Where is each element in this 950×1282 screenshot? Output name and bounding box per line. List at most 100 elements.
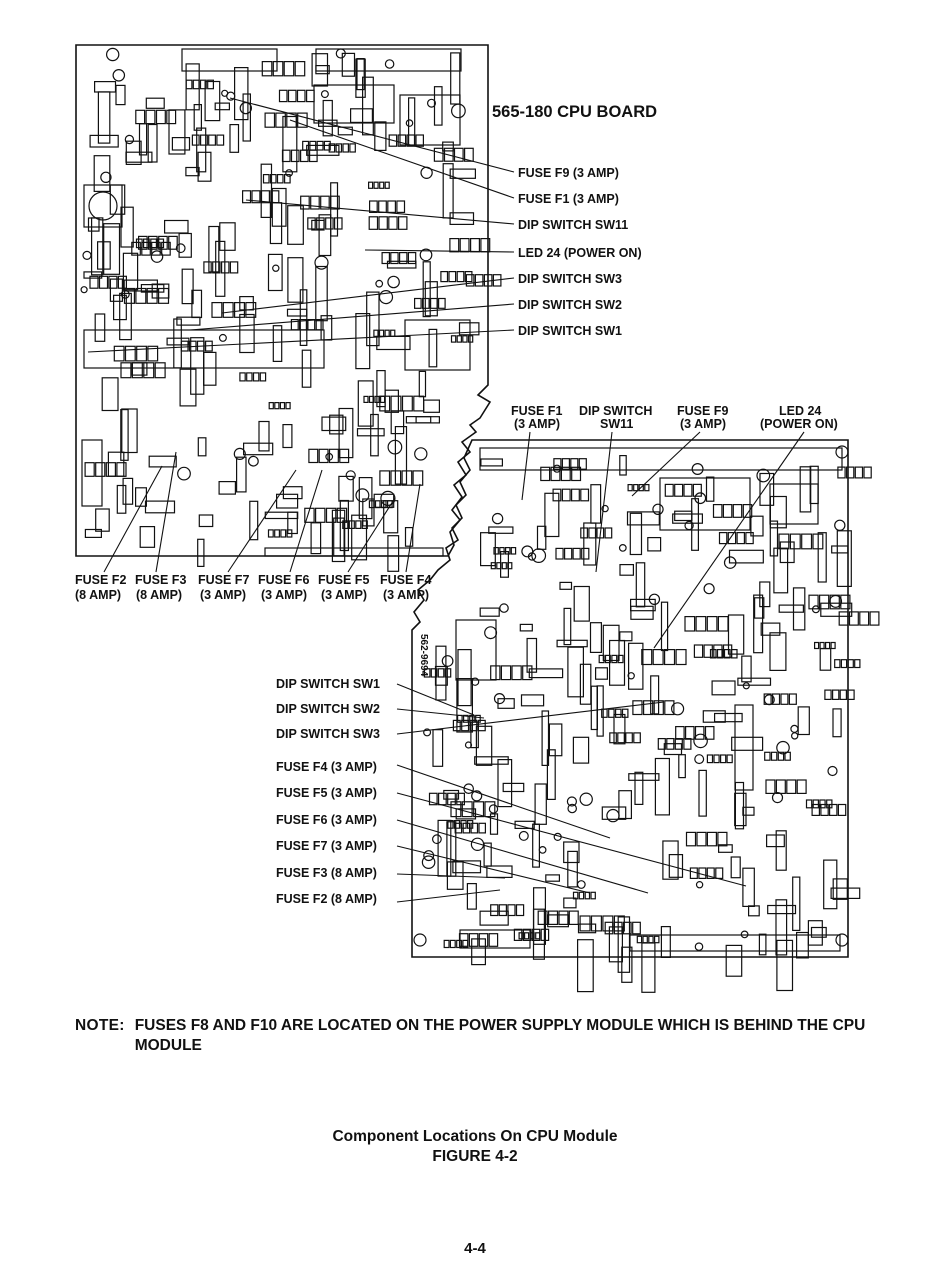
board-component (379, 395, 391, 412)
board-component (418, 370, 427, 398)
board-component (497, 758, 513, 808)
board-component (334, 217, 343, 230)
callout-dip-sw2-front: DIP SWITCH SW2 (276, 702, 380, 716)
board-component (831, 689, 840, 700)
board-component (301, 349, 312, 388)
board-component (662, 840, 679, 880)
board-component (635, 562, 646, 608)
board-component (212, 261, 221, 274)
board-component-round (499, 603, 509, 613)
callout-led24-rear: LED 24 (POWER ON) (518, 246, 642, 260)
board-component (523, 932, 530, 940)
board-component (546, 749, 556, 800)
board-component (310, 195, 320, 210)
board-component (456, 335, 463, 343)
board-component (282, 115, 298, 173)
board-component (415, 134, 425, 147)
board-component (560, 466, 571, 482)
board-component (252, 372, 260, 382)
board-component (455, 619, 497, 681)
board-component (390, 252, 399, 265)
board-component (604, 527, 613, 539)
board-component (307, 319, 316, 331)
board-component (628, 773, 660, 781)
board-component (264, 547, 444, 557)
board-component (470, 721, 479, 749)
board-component (260, 190, 271, 204)
board-component (555, 547, 564, 560)
board-component (433, 147, 444, 162)
board-component (380, 395, 386, 403)
board-component (801, 533, 813, 550)
board-component (775, 899, 788, 956)
board-component (192, 79, 200, 90)
board-component (404, 319, 471, 371)
board-component (713, 712, 743, 723)
board-component (660, 601, 669, 652)
board-component-round (120, 289, 130, 299)
board-component-round (405, 119, 414, 127)
board-component (734, 792, 747, 827)
board-component (468, 933, 479, 947)
board-component (613, 713, 626, 745)
board-component (550, 466, 561, 482)
board-component (583, 522, 597, 566)
board-component (95, 462, 106, 477)
board-component (840, 594, 851, 610)
board-component (490, 665, 501, 681)
board-component (287, 89, 297, 103)
board-component (788, 693, 797, 705)
board-component (378, 216, 388, 230)
board-component-round (320, 90, 329, 99)
board-serial: 562-9694 (418, 634, 429, 677)
board-component-round (791, 732, 799, 740)
board-component (776, 939, 794, 992)
board-component (590, 915, 602, 932)
board-component (310, 522, 322, 555)
callout-fuse-f9-front-rating: (3 AMP) (680, 417, 726, 431)
board-component (753, 597, 765, 619)
board-component (518, 932, 524, 940)
board-component (479, 910, 509, 926)
board-component (526, 637, 538, 673)
board-component (208, 225, 220, 273)
board-component (465, 274, 475, 287)
board-component (81, 439, 103, 507)
board-component (478, 933, 489, 947)
board-component (357, 380, 374, 427)
board-component-round (693, 733, 708, 749)
board-component (414, 297, 422, 309)
board-component (706, 867, 715, 879)
board-component-round (177, 466, 191, 481)
board-component (734, 704, 754, 791)
board-component (594, 667, 608, 680)
board-component (308, 448, 319, 464)
board-component (158, 287, 170, 304)
board-component (834, 659, 841, 669)
board-component (622, 921, 632, 935)
board-component (329, 414, 344, 435)
board-component (470, 822, 479, 834)
board-component (544, 492, 560, 538)
board-component (109, 278, 124, 302)
board-component (440, 271, 449, 283)
board-component (630, 605, 654, 620)
board-component (617, 654, 624, 664)
board-component (659, 477, 751, 531)
board-component (203, 351, 217, 386)
rear-callout-labels: FUSE F9 (3 AMP) FUSE F1 (3 AMP) DIP SWIT… (518, 166, 642, 338)
board-component (374, 395, 380, 403)
callout-dip-sw2-rear: DIP SWITCH SW2 (518, 298, 622, 312)
board-component (108, 275, 118, 289)
callout-fuse-f6-rating: (3 AMP) (261, 588, 307, 602)
board-component (818, 594, 830, 610)
board-component (830, 887, 861, 899)
board-component (150, 238, 158, 249)
board-component (423, 668, 431, 678)
callout-fuse-f2-rating: (8 AMP) (75, 588, 121, 602)
callout-fuse-f9-front-name: FUSE F9 (677, 404, 728, 418)
board-component (325, 507, 337, 523)
board-component (448, 271, 457, 283)
callout-fuse-f7-rating: (3 AMP) (200, 588, 246, 602)
board-component (490, 904, 499, 917)
